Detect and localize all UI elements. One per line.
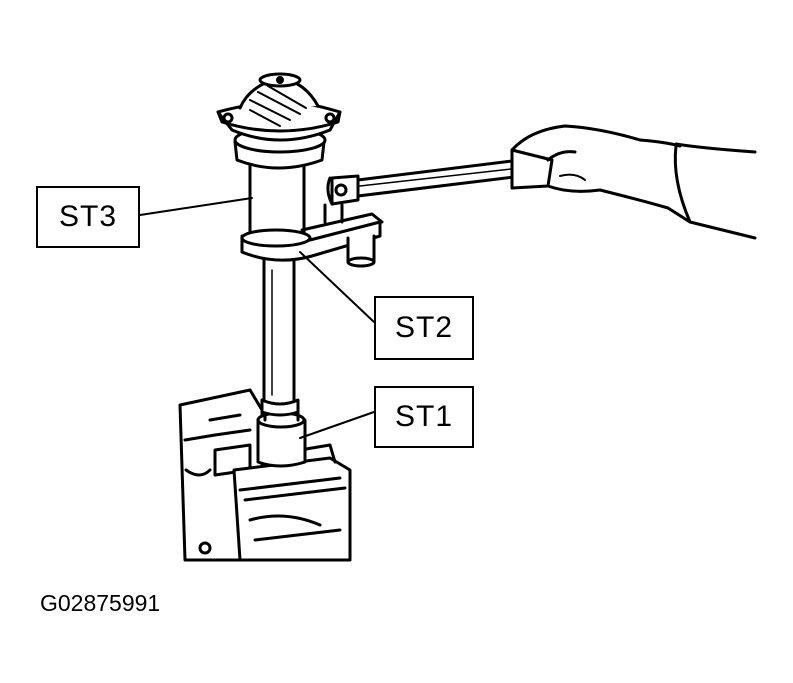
st3-body — [216, 72, 342, 240]
callout-st1: ST1 — [374, 386, 474, 448]
shock-absorber-shaft — [260, 256, 300, 417]
bench-vise — [178, 388, 352, 562]
callout-st2: ST2 — [374, 296, 474, 360]
figure-id: G02875991 — [40, 590, 161, 616]
wrench-handle — [326, 148, 554, 206]
st2-clamp — [240, 203, 384, 268]
hand — [510, 124, 757, 240]
st1-holder — [256, 408, 307, 468]
leader-line-st1 — [299, 411, 375, 439]
leader-line-st2 — [299, 251, 375, 323]
leader-line-st3 — [139, 197, 253, 216]
callout-st3: ST3 — [36, 186, 140, 248]
